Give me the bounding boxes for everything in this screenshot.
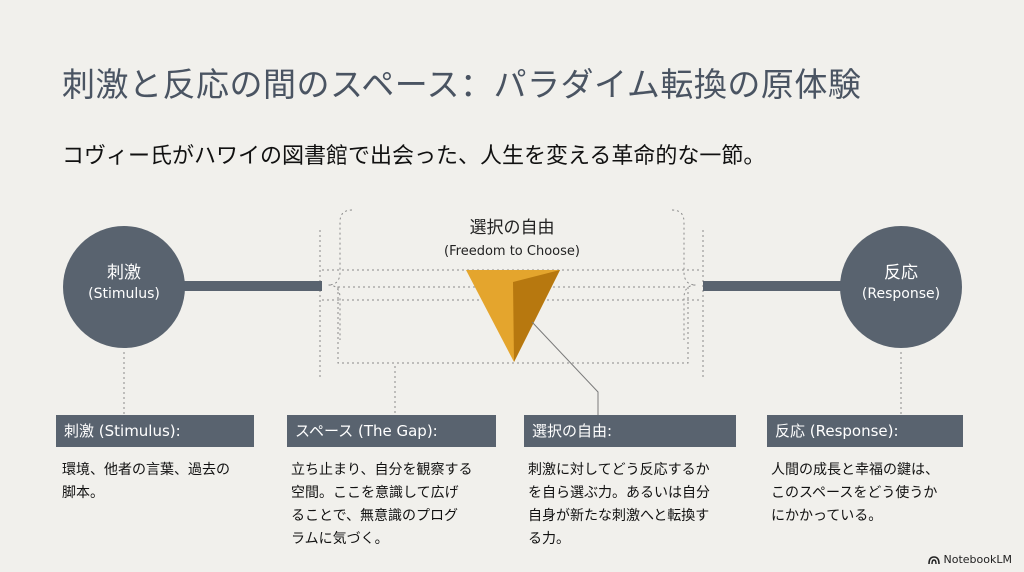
- desc-line: ることで、無意識のプログ: [291, 508, 459, 525]
- choice-label-jp: 選択の自由: [469, 218, 555, 238]
- gap-description: 立ち止まり、自分を観察する 空間。ここを意識して広げ ることで、無意識のプログ …: [291, 459, 472, 551]
- choice-leader-line: [531, 321, 599, 415]
- desc-line: ラムに気づく。: [291, 531, 389, 548]
- choice-label: 選択の自由 (Freedom to Choose): [372, 216, 652, 261]
- choice-label-en: (Freedom to Choose): [444, 243, 580, 259]
- stimulus-node: [63, 226, 185, 348]
- stimulus-label-jp: 刺激: [107, 263, 141, 283]
- stimulus-header: 刺激 (Stimulus):: [56, 415, 254, 447]
- bracket-right: [671, 209, 697, 340]
- response-node: [840, 226, 962, 348]
- brand-watermark: NotebookLM: [927, 553, 1012, 566]
- desc-line: 脚本。: [62, 485, 104, 502]
- response-node-label: 反応 (Response): [840, 262, 962, 304]
- desc-line: 人間の成長と幸福の鍵は、: [771, 462, 939, 478]
- response-header: 反応 (Response):: [767, 415, 963, 447]
- desc-line: 刺激に対してどう反応するか: [528, 462, 710, 478]
- choice-header: 選択の自由:: [524, 415, 736, 447]
- desc-line: 環境、他者の言葉、過去の: [62, 462, 230, 478]
- response-label-en: (Response): [861, 285, 941, 302]
- choice-pyramid-side: [513, 270, 560, 362]
- gap-header: スペース (The Gap):: [287, 415, 496, 447]
- brand-name: NotebookLM: [943, 553, 1012, 566]
- desc-line: このスペースをどう使うか: [771, 485, 938, 502]
- desc-line: 空間。ここを意識して広げ: [291, 485, 459, 502]
- page-title: 刺激と反応の間のスペース：パラダイム転換の原体験: [62, 65, 862, 104]
- stimulus-label-en: (Stimulus): [88, 285, 160, 302]
- notebooklm-logo-icon: [927, 555, 940, 564]
- stimulus-description: 環境、他者の言葉、過去の 脚本。: [62, 459, 230, 505]
- desc-line: る力。: [528, 531, 570, 548]
- response-label-jp: 反応: [884, 263, 918, 283]
- stimulus-node-label: 刺激 (Stimulus): [63, 262, 185, 304]
- desc-line: 自身が新たな刺激へと転換す: [528, 508, 710, 525]
- response-connector: [703, 281, 843, 291]
- stimulus-connector: [182, 281, 322, 291]
- response-description: 人間の成長と幸福の鍵は、 このスペースをどう使うか にかかっている。: [771, 459, 939, 528]
- bracket-left: [327, 209, 353, 340]
- desc-line: にかかっている。: [771, 508, 883, 525]
- choice-description: 刺激に対してどう反応するか を自ら選ぶ力。あるいは自分 自身が新たな刺激へと転換…: [528, 459, 710, 551]
- desc-line: を自ら選ぶ力。あるいは自分: [528, 485, 710, 502]
- page-subtitle: コヴィー氏がハワイの図書館で出会った、人生を変える革命的な一節。: [62, 144, 766, 169]
- desc-line: 立ち止まり、自分を観察する: [291, 462, 473, 478]
